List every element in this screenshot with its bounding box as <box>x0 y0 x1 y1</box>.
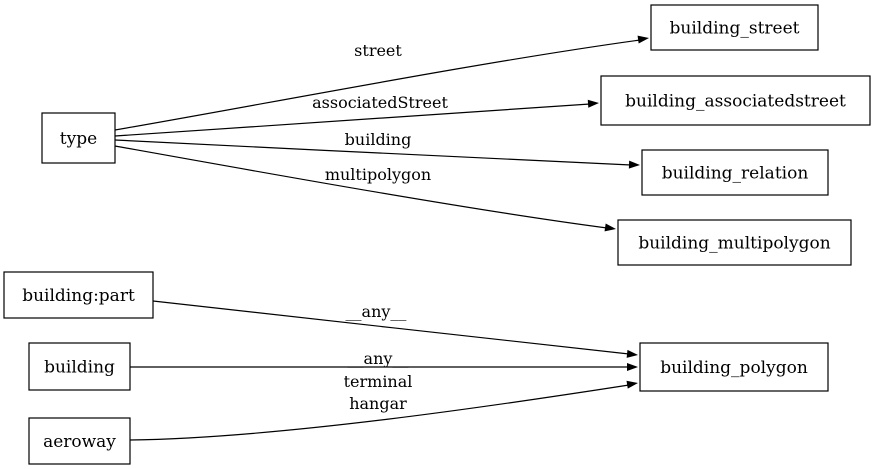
node-box[interactable] <box>3 271 154 319</box>
edge-labels-layer: street associatedStreet building multipolyg… <box>312 41 448 413</box>
edge-line <box>114 139 632 166</box>
edge-label-type-associatedStreet: associatedStreet <box>312 93 448 112</box>
node-label: building <box>44 358 115 378</box>
node-building_multipolygon[interactable]: building_multipolygon <box>617 219 852 266</box>
edge-label-text: associatedStreet <box>312 93 448 112</box>
edge-buildingpart-any <box>152 300 638 358</box>
node-box[interactable] <box>41 112 116 164</box>
nodes-layer: type building_street building_associatedst… <box>3 4 871 465</box>
node-label: building:part <box>22 286 135 306</box>
edge-aeroway-terminal-hangar <box>129 380 638 441</box>
arrowhead-icon <box>587 99 599 108</box>
edge-label-type-multipolygon: multipolygon <box>325 165 431 184</box>
arrowhead-icon <box>626 380 638 389</box>
edge-line <box>114 145 608 229</box>
node-label: type <box>60 129 97 149</box>
edge-building-any <box>130 363 638 371</box>
node-box[interactable] <box>617 219 852 266</box>
arrowhead-icon <box>626 349 638 358</box>
edge-label-text: __any__ <box>346 302 407 321</box>
edge-label-aeroway-terminal-hangar: terminal hangar <box>344 372 413 413</box>
edge-label-text: multipolygon <box>325 165 431 184</box>
node-box[interactable] <box>28 417 131 465</box>
edge-label-type-building: building <box>345 130 412 149</box>
edge-type-building <box>114 139 640 169</box>
edge-label-type-street: street <box>354 41 402 60</box>
edge-label-buildingpart-any: __any__ <box>346 302 407 321</box>
node-building_relation[interactable]: building_relation <box>641 149 829 196</box>
node-label: building_street <box>670 19 800 39</box>
node-box[interactable] <box>600 75 871 126</box>
edge-label-building-any: __any__ <box>348 349 409 368</box>
edge-type-street <box>114 35 649 131</box>
node-label: building_polygon <box>660 358 808 378</box>
edge-label-text: street <box>354 41 402 60</box>
node-label: building_relation <box>662 164 809 184</box>
edge-line <box>129 384 630 441</box>
edge-label-text: terminal <box>344 372 413 391</box>
arrowhead-icon <box>604 223 616 232</box>
edge-line <box>152 300 630 355</box>
arrowhead-icon <box>637 35 649 44</box>
node-building_part[interactable]: building:part <box>3 271 154 319</box>
node-building_associatedstreet[interactable]: building_associatedstreet <box>600 75 871 126</box>
arrowhead-icon <box>628 160 640 169</box>
edge-label-text: hangar <box>349 394 407 413</box>
node-building_polygon[interactable]: building_polygon <box>639 342 829 392</box>
node-type[interactable]: type <box>41 112 116 164</box>
edge-type-associatedStreet <box>114 99 599 137</box>
node-building[interactable]: building <box>28 342 131 391</box>
edges-layer <box>114 35 649 441</box>
edge-label-text: __any__ <box>348 349 409 368</box>
edge-line <box>114 103 591 137</box>
node-aeroway[interactable]: aeroway <box>28 417 131 465</box>
node-building_street[interactable]: building_street <box>650 4 819 51</box>
node-label: building_associatedstreet <box>625 92 846 112</box>
node-box[interactable] <box>650 4 819 51</box>
node-box[interactable] <box>28 342 131 391</box>
edge-line <box>114 39 641 131</box>
node-box[interactable] <box>639 342 829 392</box>
arrowhead-icon <box>627 363 638 371</box>
node-label: building_multipolygon <box>638 234 830 254</box>
edge-type-multipolygon <box>114 145 616 232</box>
node-label: aeroway <box>43 432 116 452</box>
node-box[interactable] <box>641 149 829 196</box>
edge-label-text: building <box>345 130 412 149</box>
